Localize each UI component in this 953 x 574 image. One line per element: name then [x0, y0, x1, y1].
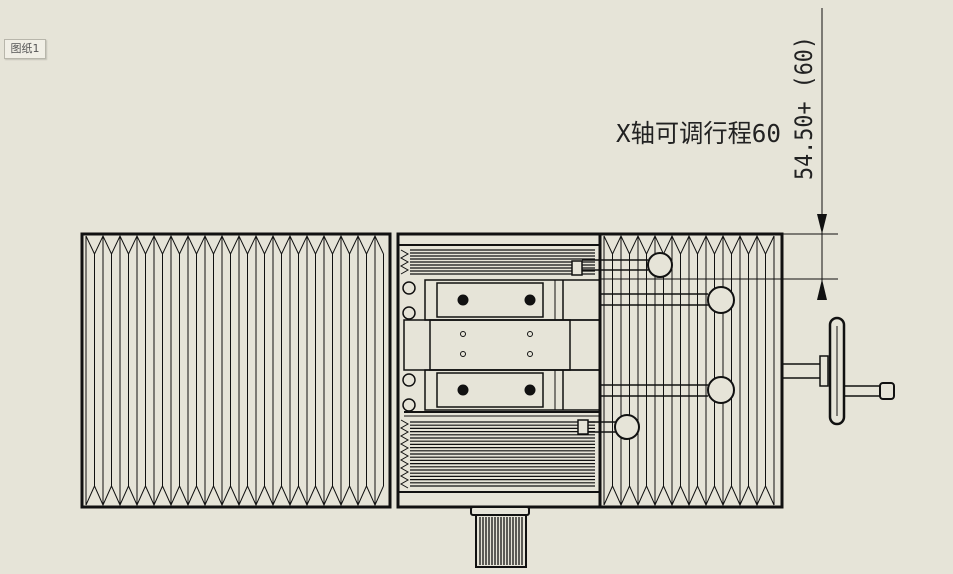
serration: [399, 249, 410, 275]
hole-icon: [527, 331, 533, 337]
lever-knob-icon[interactable]: [707, 286, 735, 314]
arrow-down-icon: [817, 214, 827, 234]
lower-rib-lines: [410, 421, 595, 487]
side-serration: [399, 249, 410, 489]
crank-handle-icon[interactable]: [879, 382, 895, 400]
travel-annotation: X轴可调行程60: [616, 119, 781, 148]
lower-large-lever[interactable]: [600, 376, 735, 404]
screw-icon: [524, 294, 536, 306]
upper-carriage-plate: [424, 279, 601, 321]
zigzag-top: [85, 234, 384, 256]
bolt-circle: [402, 281, 416, 295]
lower-carriage-plate: [424, 369, 601, 411]
upper-large-lever[interactable]: [600, 286, 735, 314]
lower-small-lever[interactable]: [577, 414, 640, 440]
shaft-thread-lines: [479, 517, 523, 565]
bolt-circle: [402, 373, 416, 387]
slide-block: [396, 232, 602, 509]
screw-icon: [524, 384, 536, 396]
hole-icon: [460, 331, 466, 337]
upper-rib-lines: [410, 249, 595, 275]
right-bellows-folds: [603, 236, 775, 505]
arrow-up-icon: [817, 279, 827, 300]
zigzag-top: [603, 234, 775, 256]
lever-knob-icon[interactable]: [707, 376, 735, 404]
lever-knob-icon[interactable]: [647, 252, 673, 278]
left-bellows-zigzag: [85, 234, 384, 507]
dimension-value: 54.50+ (60): [790, 36, 818, 180]
upper-small-lever[interactable]: [571, 252, 673, 278]
screw-icon: [457, 294, 469, 306]
sheet-tab[interactable]: 图纸1: [4, 39, 46, 59]
right-bellows-cover: [598, 232, 784, 509]
bolt-circle: [402, 306, 416, 320]
bottom-threaded-shaft: [470, 506, 530, 568]
zigzag-bottom: [85, 484, 384, 507]
hole-icon: [527, 351, 533, 357]
serration: [399, 419, 410, 489]
left-bellows-cover: [80, 232, 392, 509]
handwheel[interactable]: [782, 316, 895, 426]
right-bellows-zigzag: [603, 234, 775, 507]
hole-icon: [460, 351, 466, 357]
screw-icon: [457, 384, 469, 396]
zigzag-bottom: [603, 484, 775, 507]
lever-knob-icon[interactable]: [614, 414, 640, 440]
dimension-lines: [600, 8, 838, 300]
left-bellows-folds: [85, 236, 384, 505]
